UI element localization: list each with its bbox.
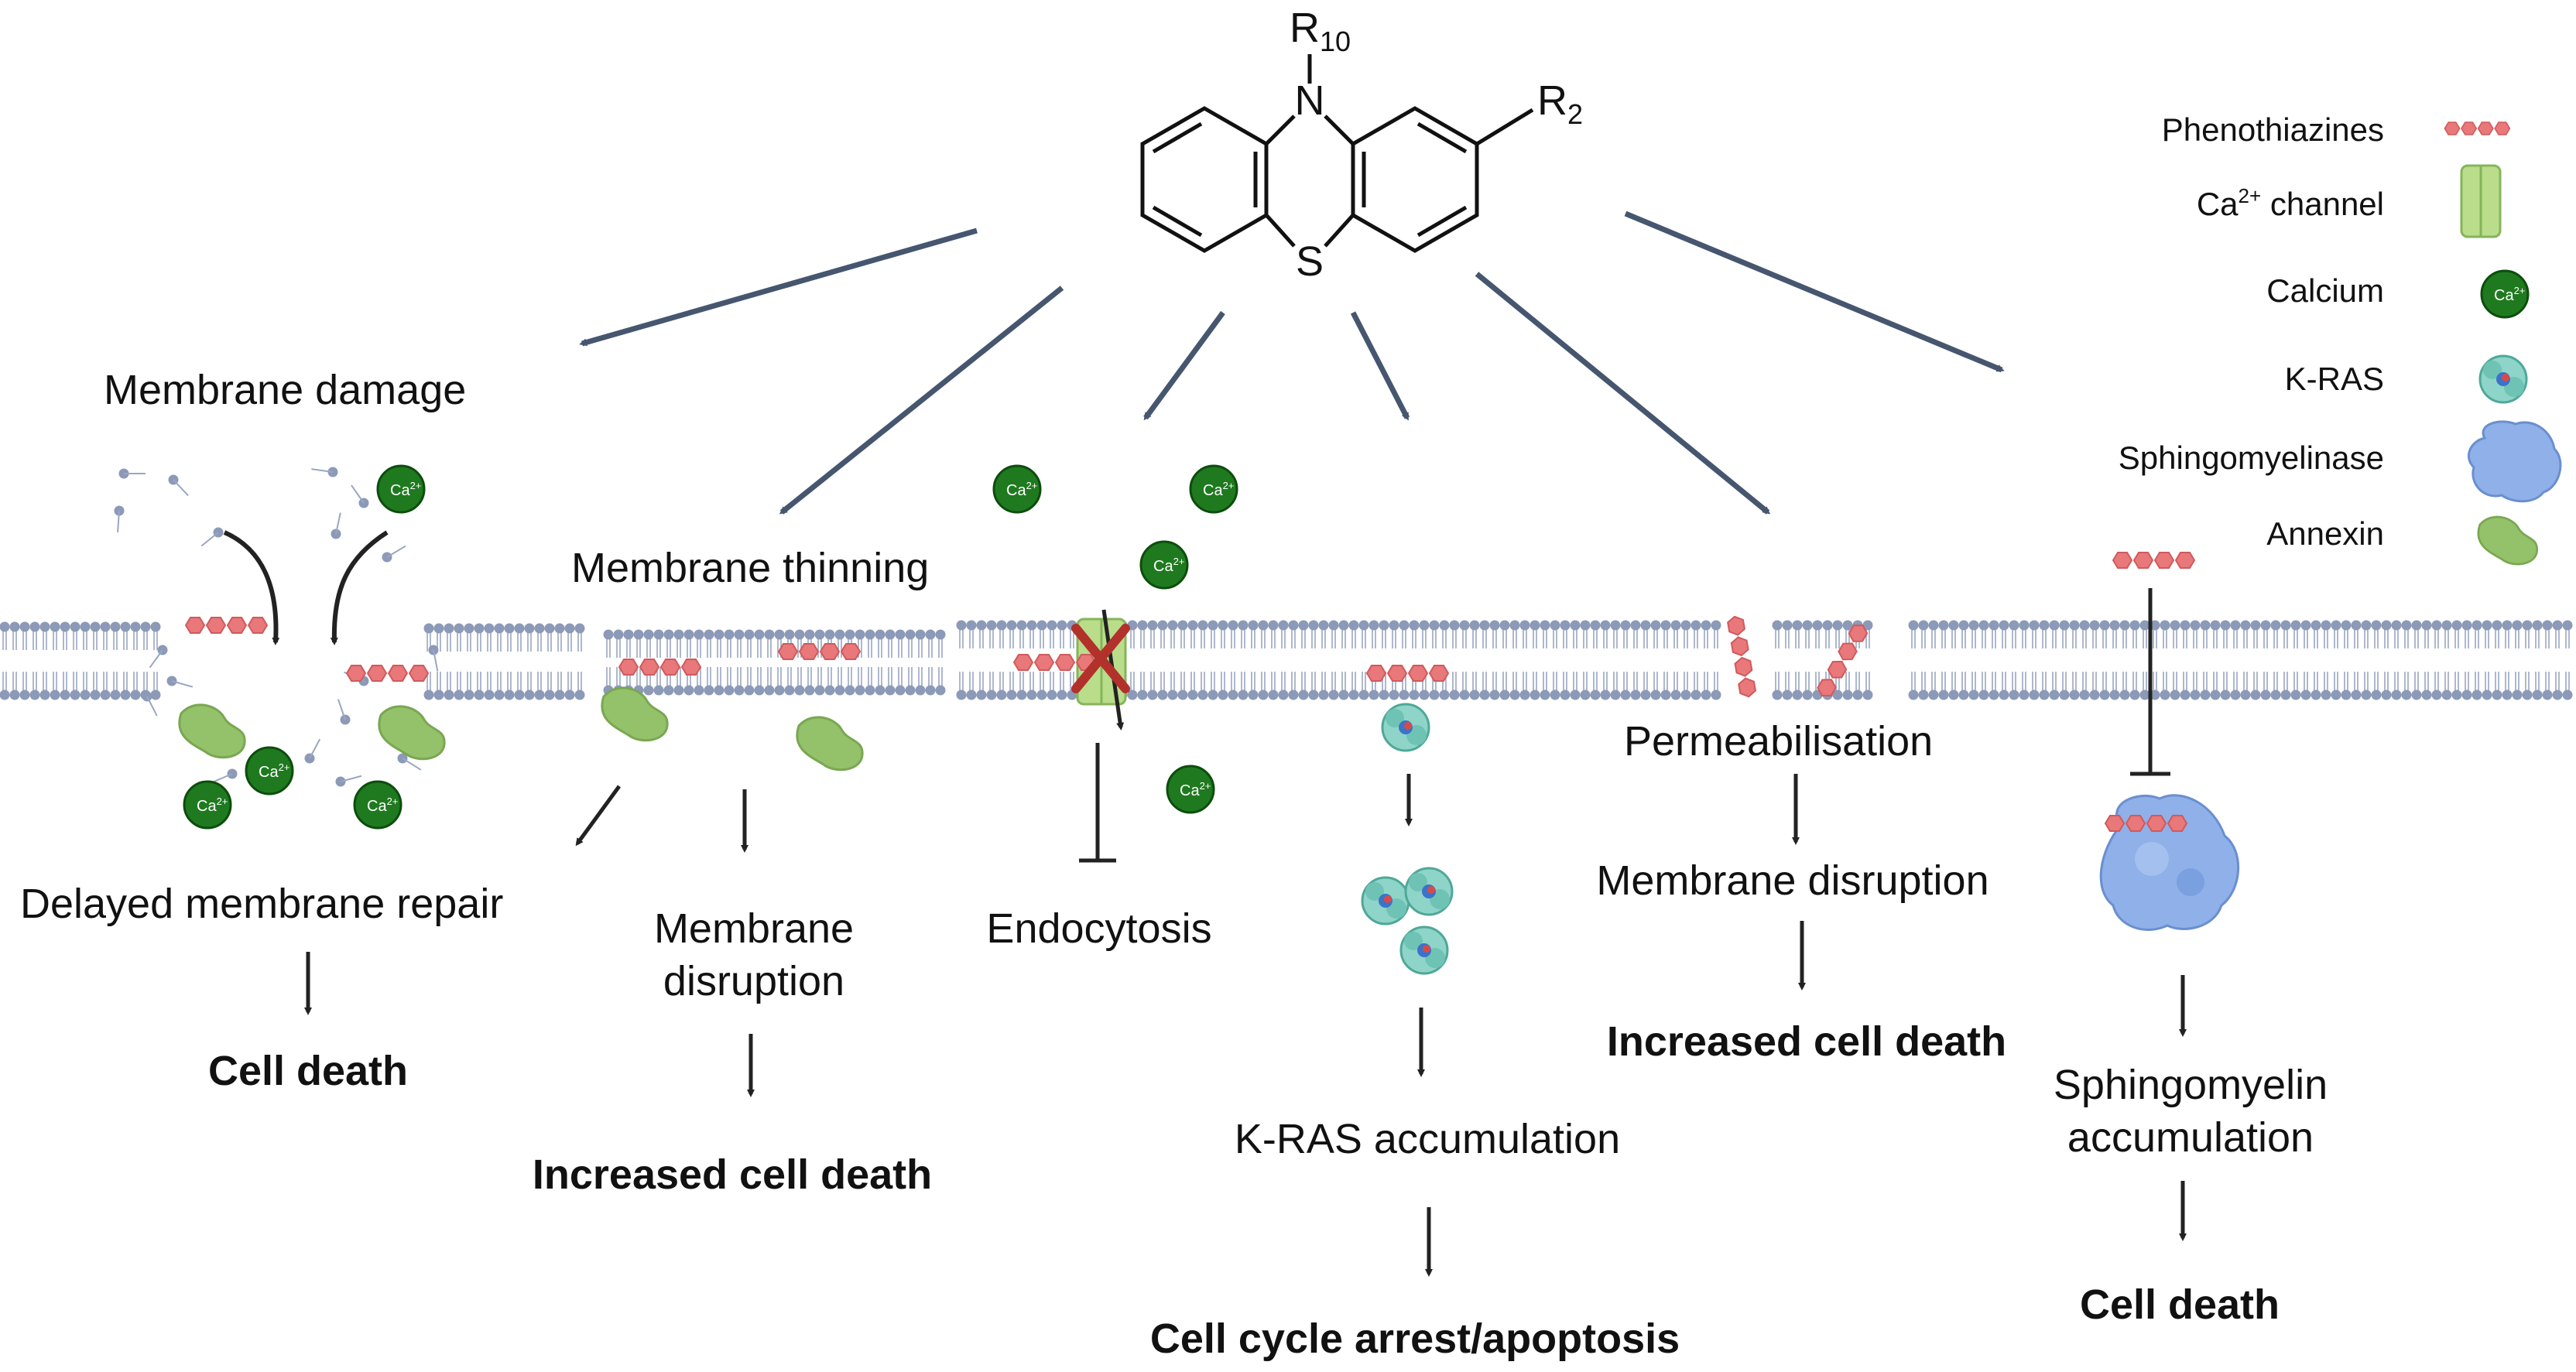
arrow-to-sphingomyelinase: [1624, 210, 2005, 373]
nitrogen-label: N: [1295, 77, 1325, 124]
legend-sphingomyelinase-label: Sphingomyelinase: [2119, 440, 2384, 476]
phenothiazine-vertical-1: [1727, 615, 1756, 698]
svg-text:Ca2+: Ca2+: [1180, 780, 1211, 799]
pathway-sphingomyelinase: Sphingomyelin accumulation Cell death: [2054, 553, 2328, 1328]
kras-accumulation-label: K-RAS accumulation: [1235, 1116, 1620, 1162]
kras-protein: [1404, 867, 1454, 916]
sphingomyelin-accumulation-line1: Sphingomyelin: [2054, 1062, 2328, 1108]
annexin-icon: [2477, 515, 2539, 566]
calcium-badge: Ca2+: [245, 746, 294, 795]
svg-text:Ca2+: Ca2+: [2494, 285, 2525, 304]
calcium-badge: Ca2+: [353, 780, 402, 830]
svg-text:Ca2+: Ca2+: [390, 480, 421, 499]
phenothiazine-free: [2113, 553, 2194, 568]
sphingomyelinase-protein: [2099, 794, 2240, 931]
arrow-to-kras: [1350, 311, 1410, 421]
legend-calcium-label: Calcium: [2266, 272, 2384, 309]
delayed-membrane-repair-label: Delayed membrane repair: [20, 881, 503, 927]
pathway-membrane-thinning: Membrane thinning Membrane disruption In…: [533, 545, 932, 1198]
legend-kras-label: K-RAS: [2285, 361, 2384, 397]
kras-icon: [2478, 354, 2528, 404]
cell-death-outcome-2: Cell death: [2080, 1281, 2280, 1328]
pathway-permeabilisation: Permeabilisation Membrane disruption Inc…: [1596, 615, 2006, 1065]
annexin-1: [178, 703, 246, 759]
legend: Phenothiazines Ca2+ channel Calcium Ca2+…: [2119, 111, 2562, 566]
membrane-disruption-line1: Membrane: [654, 905, 854, 952]
svg-text:Ca2+: Ca2+: [1203, 480, 1234, 499]
calcium-badge: Ca2+: [1166, 765, 1215, 814]
increased-cell-death-outcome-2: Increased cell death: [1607, 1018, 2006, 1065]
calcium-badge: Ca2+: [1189, 464, 1238, 514]
r10-label: R10: [1290, 5, 1351, 57]
lipid-bilayer: [0, 620, 2573, 700]
kras-protein: [1361, 876, 1410, 926]
calcium-badge: Ca2+: [376, 464, 426, 514]
calcium-badge: Ca2+: [183, 780, 232, 830]
annexin-3: [601, 686, 669, 742]
legend-phenothiazines-label: Phenothiazines: [2162, 111, 2384, 148]
phenothiazine-at-channel: [1014, 655, 1095, 670]
cell-cycle-arrest-outcome: Cell cycle arrest/apoptosis: [1150, 1316, 1680, 1362]
r2-label: R2: [1537, 77, 1583, 130]
arrow-to-endocytosis: [1143, 310, 1225, 421]
phenothiazine-in-damage-2: [347, 665, 428, 681]
pathway-endocytosis: Ca2+ Ca2+ Ca2+ Ca2+ Endocytosis: [986, 464, 1238, 952]
legend-annexin-label: Annexin: [2266, 515, 2384, 552]
svg-text:Ca2+: Ca2+: [1006, 480, 1037, 499]
sulfur-label: S: [1296, 238, 1324, 285]
arrow-to-membrane-damage: [579, 228, 978, 347]
phenothiazine-at-kras: [1367, 665, 1448, 681]
calcium-channel-icon: [2460, 164, 2502, 238]
membrane-damage-title: Membrane damage: [104, 367, 466, 413]
main-arrows: [579, 210, 2005, 515]
arrow-to-permeabilisation: [1475, 272, 1771, 515]
phenothiazine-in-damage-1: [186, 618, 267, 633]
arrow-to-membrane-thinning: [779, 286, 1064, 515]
cell-death-outcome-1: Cell death: [208, 1048, 408, 1094]
permeabilisation-label: Permeabilisation: [1624, 718, 1933, 765]
calcium-badge: Ca2+: [992, 464, 1042, 514]
phenothiazine-vertical-2: [1815, 621, 1869, 700]
calcium-badge: Ca2+: [1139, 540, 1189, 590]
pathway-kras: K-RAS accumulation Cell cycle arrest/apo…: [1150, 665, 1680, 1362]
phenothiazine-structure: N S R10 R2: [1140, 5, 1583, 285]
membrane-disruption-line2: disruption: [663, 958, 844, 1004]
sphingomyelin-accumulation-line2: accumulation: [2067, 1114, 2314, 1161]
svg-text:Ca2+: Ca2+: [197, 795, 228, 815]
svg-text:Ca2+: Ca2+: [367, 795, 398, 815]
pathway-membrane-damage: Membrane damage Ca2+ Ca2+ Ca2+ Ca2+ Dela…: [20, 367, 622, 1094]
annexin-2: [378, 705, 446, 761]
kras-protein: [1399, 926, 1449, 975]
phenothiazine-in-thinning-2: [779, 644, 860, 659]
legend-ca-channel-label: Ca2+ channel: [2197, 184, 2384, 222]
endocytosis-label: Endocytosis: [986, 905, 1211, 952]
annexin-4: [796, 716, 864, 772]
membrane-thinning-title: Membrane thinning: [571, 545, 929, 591]
blocked-x-icon: [1071, 624, 1130, 693]
increased-cell-death-outcome-1: Increased cell death: [533, 1151, 932, 1198]
kras-protein: [1381, 703, 1430, 752]
sphingomyelinase-icon: [2468, 420, 2562, 503]
calcium-icon: Ca2+: [2480, 269, 2530, 319]
phenothiazine-icon: [2444, 122, 2509, 135]
membrane-disruption-label-2: Membrane disruption: [1596, 857, 1989, 904]
svg-text:Ca2+: Ca2+: [259, 761, 289, 781]
svg-text:Ca2+: Ca2+: [1153, 556, 1184, 575]
